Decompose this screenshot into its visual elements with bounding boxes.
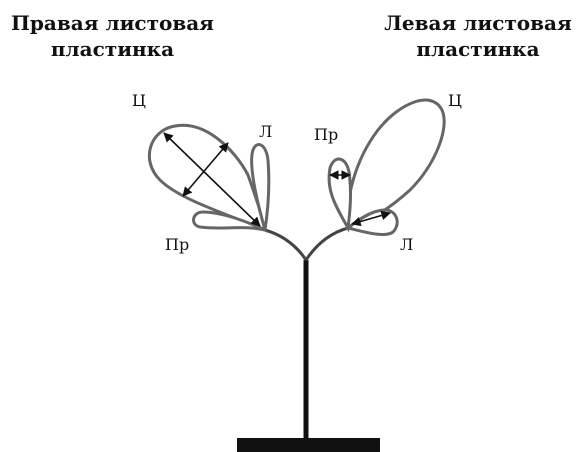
left-center-label: Ц xyxy=(448,91,462,110)
left-lateral-label: Л xyxy=(400,235,413,254)
base xyxy=(237,438,380,452)
right-lateral-label: Л xyxy=(259,122,272,141)
left-proximal-label: Пр xyxy=(314,125,338,144)
left-branch-petiole xyxy=(306,228,348,260)
left-central-lobe xyxy=(347,100,444,228)
left-proximal-lobe xyxy=(329,159,350,228)
right-branch-petiole xyxy=(265,230,306,260)
right-proximal-label: Пр xyxy=(165,235,189,254)
right-center-label: Ц xyxy=(132,91,146,110)
